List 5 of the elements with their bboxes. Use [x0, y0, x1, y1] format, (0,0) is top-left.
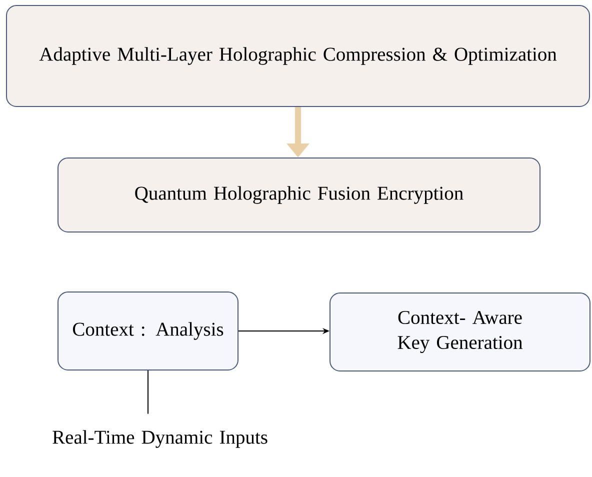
process-box: Adaptive Multi-Layer Holographic Compression & Optimization: [6, 5, 590, 107]
process-box: Context- Aware Key Generation: [330, 292, 590, 372]
process-box: Quantum Holographic Fusion Encryption: [58, 158, 540, 232]
input-text: Real-Time Dynamic Inputs: [52, 430, 268, 448]
process-box: Context : Analysis: [58, 292, 238, 370]
